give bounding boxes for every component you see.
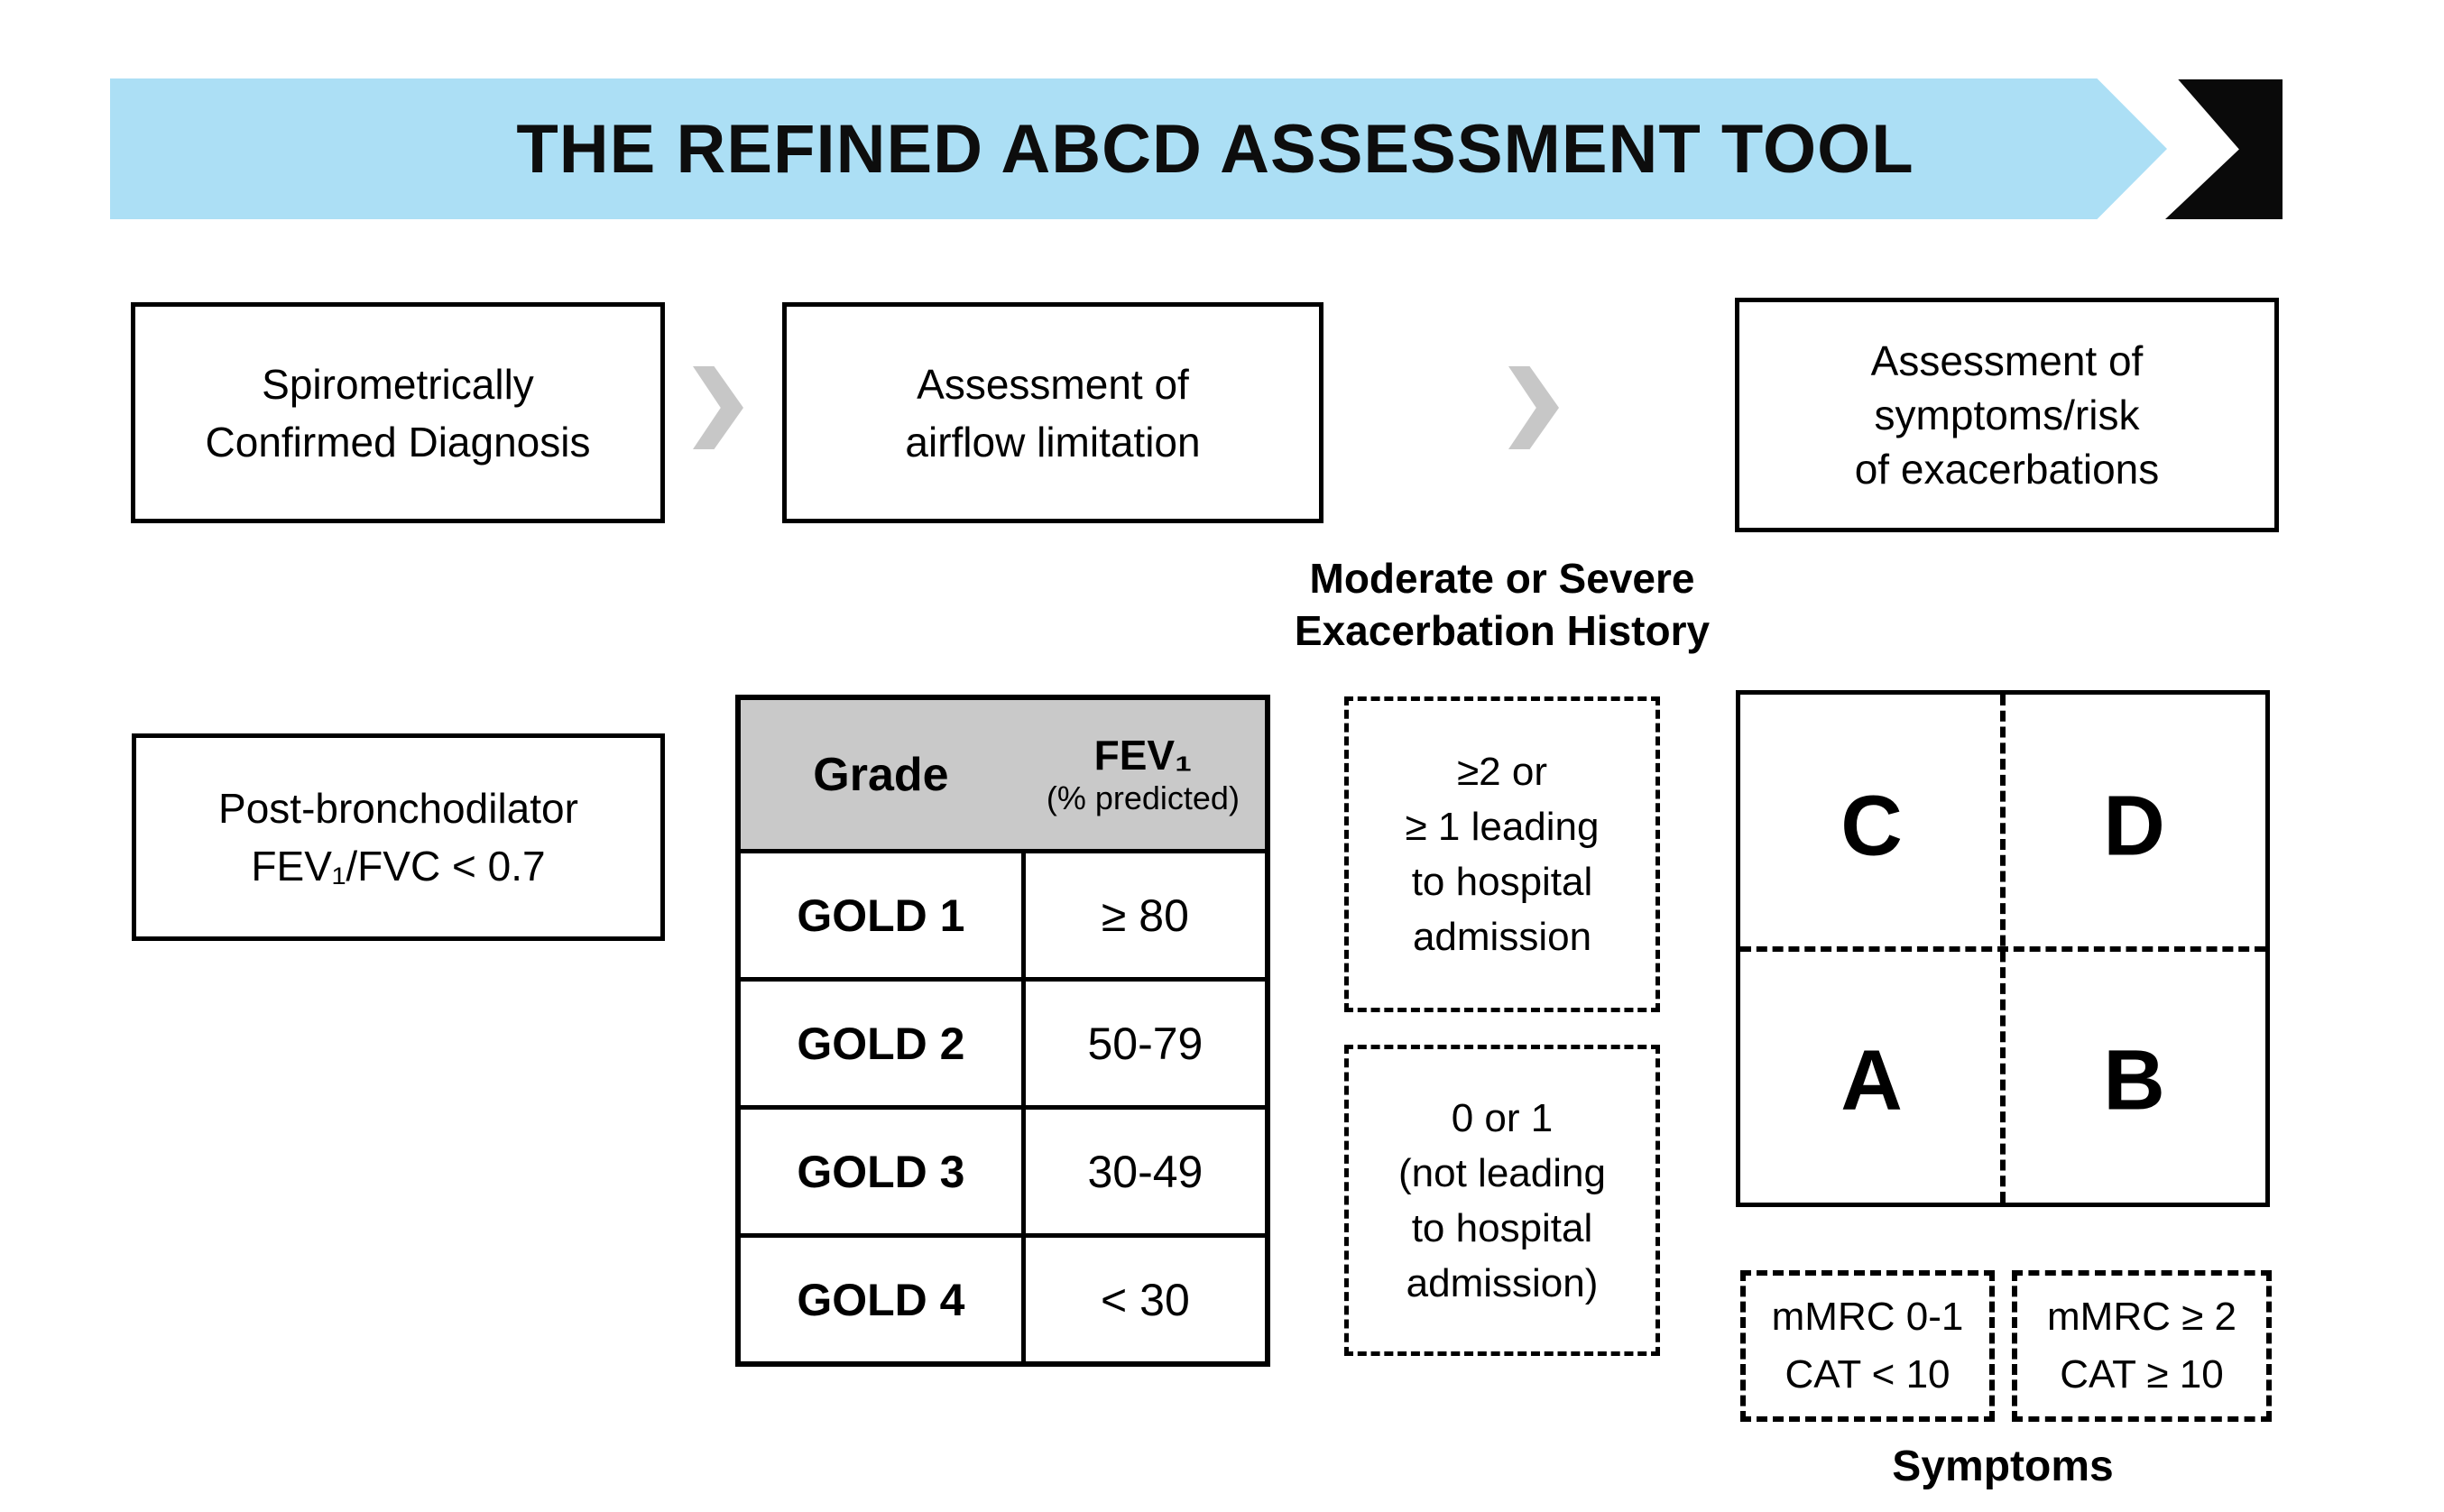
flow-box-line: Assessment of bbox=[1870, 337, 2144, 384]
flow-box-line: airflow limitation bbox=[905, 418, 1201, 466]
fev-cell: 50-79 bbox=[1020, 982, 1265, 1105]
symptom-box-high: mMRC ≥ 2 CAT ≥ 10 bbox=[2012, 1270, 2272, 1422]
box-line: admission) bbox=[1406, 1260, 1599, 1305]
table-row: GOLD 2 50-79 bbox=[741, 982, 1265, 1110]
box-line: ≥2 or bbox=[1457, 750, 1547, 794]
heading-line: Exacerbation History bbox=[1294, 607, 1711, 654]
post-bronchodilator-line: Post-bronchodilator bbox=[218, 785, 578, 832]
box-line: (not leading bbox=[1398, 1150, 1606, 1195]
grade-cell: GOLD 1 bbox=[797, 890, 965, 941]
symptoms-axis-label: Symptoms bbox=[1892, 1443, 2114, 1490]
box-line: CAT ≥ 10 bbox=[2060, 1352, 2224, 1397]
page-title: THE REFINED ABCD ASSESSMENT TOOL bbox=[516, 110, 1914, 188]
quadrant-cell-b: B bbox=[2103, 1032, 2165, 1129]
gold-table-header: Grade FEV₁ (% predicted) bbox=[741, 700, 1265, 853]
symptom-box-low: mMRC 0-1 CAT < 10 bbox=[1740, 1270, 1995, 1422]
flow-box-symptoms-risk: Assessment of symptoms/risk of exacerbat… bbox=[1735, 298, 2279, 532]
low-risk-exacerbation-box: 0 or 1 (not leading to hospital admissio… bbox=[1344, 1045, 1660, 1356]
fev-sublabel: (% predicted) bbox=[1046, 779, 1240, 816]
flow-box-spirometric-diagnosis: Spirometrically Confirmed Diagnosis bbox=[131, 302, 665, 523]
box-line: admission bbox=[1412, 915, 1592, 959]
fev-cell: 30-49 bbox=[1020, 1110, 1265, 1233]
grade-cell: GOLD 3 bbox=[797, 1146, 965, 1197]
abcd-quadrant: C D A B bbox=[1736, 690, 2270, 1207]
flow-box-line: of exacerbations bbox=[1854, 446, 2160, 493]
table-row: GOLD 3 30-49 bbox=[741, 1110, 1265, 1238]
post-bronchodilator-box: Post-bronchodilator FEV₁/FVC < 0.7 bbox=[132, 733, 665, 941]
chevron-right-icon bbox=[1508, 366, 1559, 449]
heading-line: Moderate or Severe bbox=[1309, 555, 1695, 602]
title-banner: THE REFINED ABCD ASSESSMENT TOOL bbox=[110, 78, 2167, 219]
flow-box-line: Spirometrically bbox=[262, 360, 534, 408]
box-line: to hospital bbox=[1411, 1205, 1593, 1250]
post-bronchodilator-line: FEV₁/FVC < 0.7 bbox=[251, 843, 546, 890]
grade-cell: GOLD 4 bbox=[797, 1274, 965, 1325]
box-line: 0 or 1 bbox=[1451, 1095, 1554, 1140]
grade-cell: GOLD 2 bbox=[797, 1018, 965, 1069]
quadrant-cell-c: C bbox=[1840, 778, 1903, 874]
grade-column-header: Grade bbox=[813, 748, 949, 801]
quadrant-cell-d: D bbox=[2103, 778, 2165, 874]
exacerbation-history-heading: Moderate or Severe Exacerbation History bbox=[1290, 552, 1714, 657]
chevron-right-icon bbox=[693, 366, 743, 449]
quadrant-horizontal-divider bbox=[1740, 945, 2265, 952]
fev-cell: < 30 bbox=[1020, 1238, 1265, 1361]
table-row: GOLD 4 < 30 bbox=[741, 1238, 1265, 1361]
flow-box-line: symptoms/risk bbox=[1874, 392, 2140, 438]
fev-column-header: FEV₁ (% predicted) bbox=[1021, 732, 1265, 818]
box-line: to hospital bbox=[1411, 860, 1593, 904]
flow-box-line: Confirmed Diagnosis bbox=[205, 418, 591, 466]
box-line: CAT < 10 bbox=[1785, 1352, 1951, 1397]
banner-arrow-icon bbox=[2165, 79, 2283, 219]
flow-box-airflow-limitation: Assessment of airflow limitation bbox=[782, 302, 1323, 523]
box-line: ≥ 1 leading bbox=[1405, 805, 1600, 849]
box-line: mMRC ≥ 2 bbox=[2047, 1295, 2236, 1339]
box-line: mMRC 0-1 bbox=[1771, 1295, 1964, 1339]
quadrant-cell-a: A bbox=[1840, 1032, 1903, 1129]
high-risk-exacerbation-box: ≥2 or ≥ 1 leading to hospital admission bbox=[1344, 696, 1660, 1012]
fev-label: FEV₁ bbox=[1093, 731, 1193, 779]
fev-cell: ≥ 80 bbox=[1020, 853, 1265, 977]
flow-box-line: Assessment of bbox=[917, 360, 1189, 408]
gold-grade-table: Grade FEV₁ (% predicted) GOLD 1 ≥ 80 GOL… bbox=[735, 695, 1270, 1367]
table-row: GOLD 1 ≥ 80 bbox=[741, 853, 1265, 982]
